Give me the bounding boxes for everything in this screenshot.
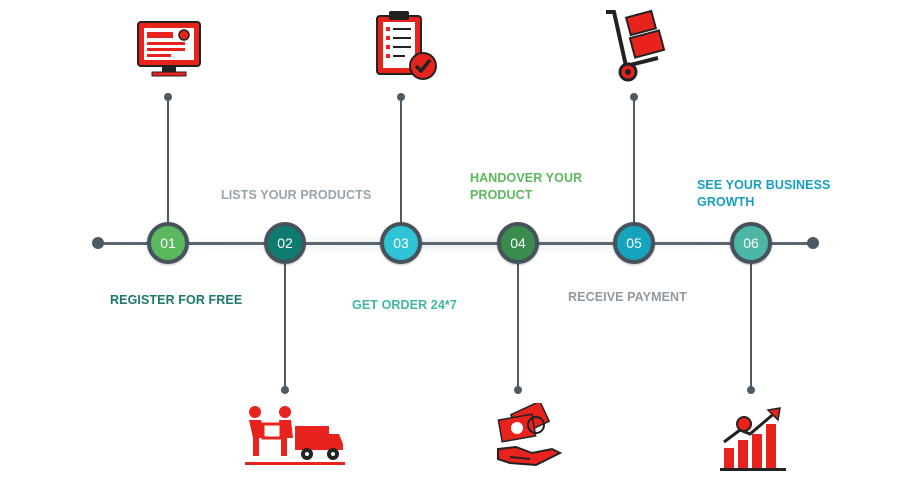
delivery-truck-icon <box>245 406 345 465</box>
registration-screen-icon <box>137 21 201 77</box>
order-clipboard-icon <box>376 11 437 80</box>
payment-hand-icon <box>497 403 563 467</box>
step-label-2: LISTS YOUR PRODUCTS <box>221 188 372 202</box>
connector-dot-step-2 <box>281 386 289 394</box>
timeline-start-dot <box>92 237 104 249</box>
connector-dot-step-1 <box>164 93 172 101</box>
step-node-2: 02 <box>264 222 306 264</box>
step-label-1: REGISTER FOR FREE <box>110 293 243 307</box>
connector-dot-step-5 <box>630 93 638 101</box>
hand-truck-icon <box>606 9 666 82</box>
connector-step-1 <box>167 97 169 224</box>
step-node-6: 06 <box>730 222 772 264</box>
connector-step-5 <box>633 97 635 224</box>
connector-dot-step-6 <box>747 386 755 394</box>
step-label-5: RECEIVE PAYMENT <box>568 290 687 304</box>
connector-step-2 <box>284 264 286 390</box>
connector-step-3 <box>400 97 402 224</box>
step-node-3: 03 <box>380 222 422 264</box>
step-label-6: SEE YOUR BUSINESS GROWTH <box>697 178 831 209</box>
step-node-5: 05 <box>613 222 655 264</box>
connector-step-4 <box>517 264 519 390</box>
growth-chart-icon <box>720 407 786 471</box>
timeline-end-dot <box>807 237 819 249</box>
connector-dot-step-3 <box>397 93 405 101</box>
connector-step-6 <box>750 264 752 390</box>
step-label-4: HANDOVER YOUR PRODUCT <box>470 171 583 202</box>
timeline-line <box>97 242 813 245</box>
step-label-3: GET ORDER 24*7 <box>352 298 457 312</box>
connector-dot-step-4 <box>514 386 522 394</box>
step-node-4: 04 <box>497 222 539 264</box>
step-node-1: 01 <box>147 222 189 264</box>
